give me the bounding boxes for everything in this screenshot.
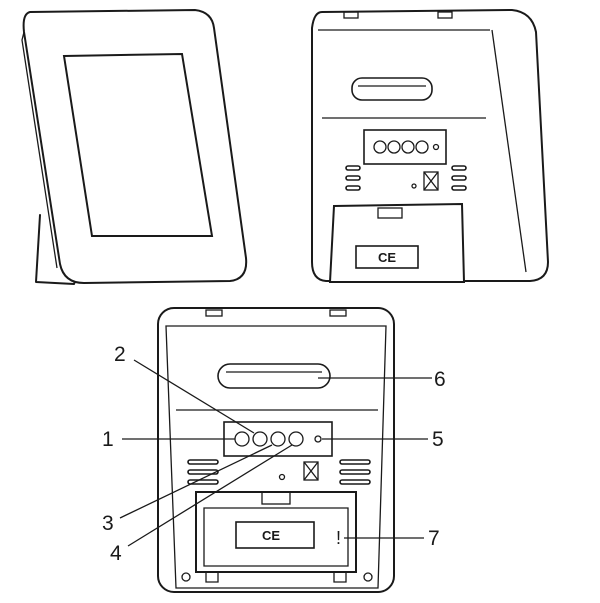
rear-clip-right — [329, 309, 347, 317]
rear-angled-button-2 — [387, 140, 401, 154]
button-panel — [223, 421, 333, 457]
rear-angled-clip-right — [437, 11, 453, 19]
rear-angled-screw-hole — [411, 183, 417, 189]
rear-vents-left — [187, 459, 219, 485]
callout-line-3 — [119, 444, 273, 519]
rear-vents-right — [339, 459, 371, 485]
button-2 — [252, 431, 268, 447]
callout-label-5: 5 — [432, 428, 444, 451]
rear-angled-side — [491, 29, 527, 273]
foot-left — [205, 572, 219, 583]
button-3 — [270, 431, 286, 447]
callout-label-2: 2 — [114, 343, 126, 366]
rear-view-angled: CE — [311, 8, 550, 283]
rear-angled-vents-left — [345, 165, 361, 191]
ce-mark: CE — [262, 528, 280, 543]
rear-angled-ce-plate — [355, 245, 419, 269]
front-frame-edge — [21, 31, 58, 269]
rear-angled-hanging-slot — [351, 77, 433, 101]
reset-hole — [314, 435, 322, 443]
callout-label-1: 1 — [102, 428, 114, 451]
callout-label-3: 3 — [102, 512, 114, 535]
rear-clip-left — [205, 309, 223, 317]
rear-angled-clip-left — [343, 11, 359, 19]
disposal-icon — [303, 461, 319, 481]
rear-angled-vents-right — [451, 165, 467, 191]
battery-door — [203, 507, 349, 567]
callouts: 1 2 3 4 5 6 7 — [102, 343, 446, 565]
callout-label-7: 7 — [428, 527, 440, 550]
rear-angled-reset-hole — [432, 143, 440, 151]
rear-angled-disposal-cross — [423, 171, 439, 191]
rear-angled-button-3 — [401, 140, 415, 154]
callout-line-2 — [133, 359, 255, 434]
foot-right — [333, 572, 347, 583]
corner-screw-left — [181, 572, 191, 582]
front-screen — [62, 52, 214, 237]
battery-latch — [261, 491, 291, 505]
rear-angled-button-panel — [363, 129, 447, 165]
rear-view-labeled: CE ! — [157, 307, 395, 593]
rear-angled-stand — [328, 202, 466, 283]
disposal-icon-cross — [303, 461, 319, 481]
corner-screw-right — [363, 572, 373, 582]
rear-angled-button-1 — [373, 140, 387, 154]
callout-label-6: 6 — [434, 368, 446, 391]
rear-inner-outline — [165, 325, 387, 589]
ce-plate — [235, 521, 315, 549]
callout-label-4: 4 — [110, 542, 122, 565]
callout-line-4 — [127, 444, 293, 547]
button-4 — [288, 431, 304, 447]
screw-hole — [278, 473, 286, 481]
rear-angled-ce-mark: CE — [378, 250, 396, 265]
hanging-slot — [217, 363, 331, 389]
rear-angled-latch — [377, 207, 403, 219]
warning-mark: ! — [336, 528, 341, 548]
rear-angled-disposal-icon — [423, 171, 439, 191]
front-view — [21, 8, 248, 285]
rear-angled-button-4 — [415, 140, 429, 154]
